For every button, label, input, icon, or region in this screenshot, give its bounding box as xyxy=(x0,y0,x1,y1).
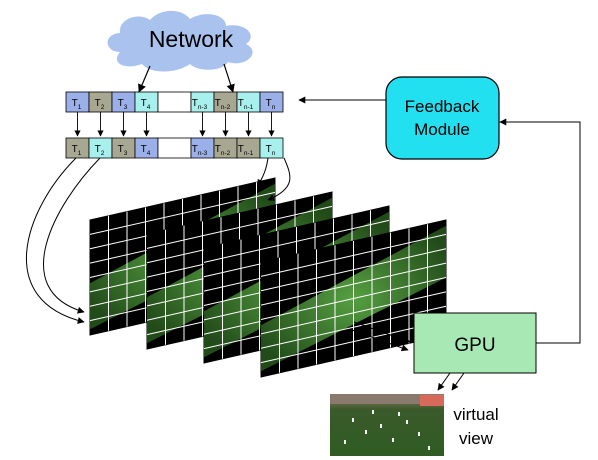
top-row-tile: T2 xyxy=(88,91,113,113)
virtual-view-image xyxy=(330,394,444,456)
bottom-row-tile: Tn-3 xyxy=(190,137,215,159)
bottom-row-tile-box xyxy=(157,137,192,159)
player-marker xyxy=(406,420,408,424)
feedback-module: Feedback Module xyxy=(385,76,500,160)
network-label: Network xyxy=(149,26,234,52)
frame-grid-line xyxy=(260,291,447,335)
player-marker xyxy=(418,432,420,436)
frames-to-gpu-arrow-b xyxy=(351,329,409,352)
player-marker xyxy=(428,446,430,450)
top-row-tile: T4 xyxy=(134,91,159,113)
top-row-tile-label: T1 xyxy=(72,98,82,111)
player-marker xyxy=(365,430,367,434)
thumbnail-players xyxy=(344,410,430,450)
player-marker xyxy=(352,418,354,422)
gpu-label: GPU xyxy=(454,335,495,356)
bottom-row-tile-label: T2 xyxy=(95,144,105,157)
bottom-row-tile: Tn xyxy=(259,137,284,159)
feedback-label-line2: Module xyxy=(414,120,470,139)
cloud-shape xyxy=(107,10,253,72)
top-row-tile: Tn-1 xyxy=(236,91,261,113)
curve-arrow-tn-left xyxy=(257,157,269,187)
tile-to-frame-arrows xyxy=(25,157,291,324)
top-row-tile-label: Tn xyxy=(266,98,276,111)
bottom-row-tile-box xyxy=(259,137,284,159)
gpu-to-view-arrow-b xyxy=(451,372,465,391)
frame-grid-line xyxy=(203,219,390,263)
bottom-row-tile: Tn-2 xyxy=(213,137,238,159)
top-row-tile: T1 xyxy=(65,91,90,113)
bottom-row-tile-label: T4 xyxy=(141,144,151,157)
bottom-row-tile xyxy=(157,137,192,159)
video-frame xyxy=(260,219,447,378)
top-row-tile-label: T4 xyxy=(141,98,151,111)
stadium-banner xyxy=(330,394,444,404)
top-row-tile: Tn-2 xyxy=(213,91,238,113)
network-cloud: Network xyxy=(107,10,253,72)
bottom-row-tile-label: T3 xyxy=(118,144,128,157)
player-marker xyxy=(392,438,394,442)
top-row-tile-box xyxy=(157,91,192,113)
frame-grid-line xyxy=(260,233,447,277)
virtual-view-label-line2: view xyxy=(459,429,494,448)
network-arrow-left xyxy=(138,65,151,93)
frame-stack xyxy=(89,177,447,378)
gpu-to-view-arrow-a xyxy=(437,372,451,391)
top-row-tile: Tn-3 xyxy=(190,91,215,113)
bottom-row-tile: Tn-1 xyxy=(236,137,261,159)
curve-arrow-t1 xyxy=(25,157,85,324)
frame-grid-line xyxy=(260,262,447,306)
network-arrow-right xyxy=(223,63,235,93)
curve-arrow-tn-right xyxy=(267,157,291,201)
frame-grid-line xyxy=(89,191,276,235)
player-marker xyxy=(398,412,400,416)
top-row-tile xyxy=(157,91,192,113)
curve-arrow-t2 xyxy=(43,157,101,314)
frames-to-gpu-arrow-a xyxy=(353,321,411,344)
top-row-tile: Tn xyxy=(259,91,284,113)
feedback-label-line1: Feedback xyxy=(405,97,480,116)
bottom-row-tile-label: T1 xyxy=(72,144,82,157)
gpu-box xyxy=(413,312,537,374)
frames-to-gpu-arrows xyxy=(351,321,411,352)
network-arrows xyxy=(138,63,235,93)
player-marker xyxy=(344,440,346,444)
top-row-tile-label: T2 xyxy=(95,98,105,111)
gpu-to-view-arrows xyxy=(437,372,465,391)
player-marker xyxy=(372,410,374,414)
bottom-row-tile: T1 xyxy=(65,137,90,159)
gpu-to-feedback-arrow xyxy=(499,118,581,344)
player-marker xyxy=(380,424,382,428)
feedback-box xyxy=(385,76,500,160)
row-transfer-arrows xyxy=(74,112,275,137)
frame-grid-line xyxy=(260,248,447,292)
bottom-row-tile-label: Tn xyxy=(266,144,276,157)
bottom-row-tile: T3 xyxy=(111,137,136,159)
bottom-row-tile: T2 xyxy=(88,137,113,159)
top-row-tile-label: T3 xyxy=(118,98,128,111)
banner-highlight xyxy=(420,395,444,406)
frame-grid-line xyxy=(260,277,447,320)
bottom-row-tile: T4 xyxy=(134,137,159,159)
top-row-tile: T3 xyxy=(111,91,136,113)
gpu-unit: GPU xyxy=(413,312,537,374)
virtual-view-label-line1: virtual xyxy=(453,405,498,424)
frame-grid-line xyxy=(146,205,333,249)
